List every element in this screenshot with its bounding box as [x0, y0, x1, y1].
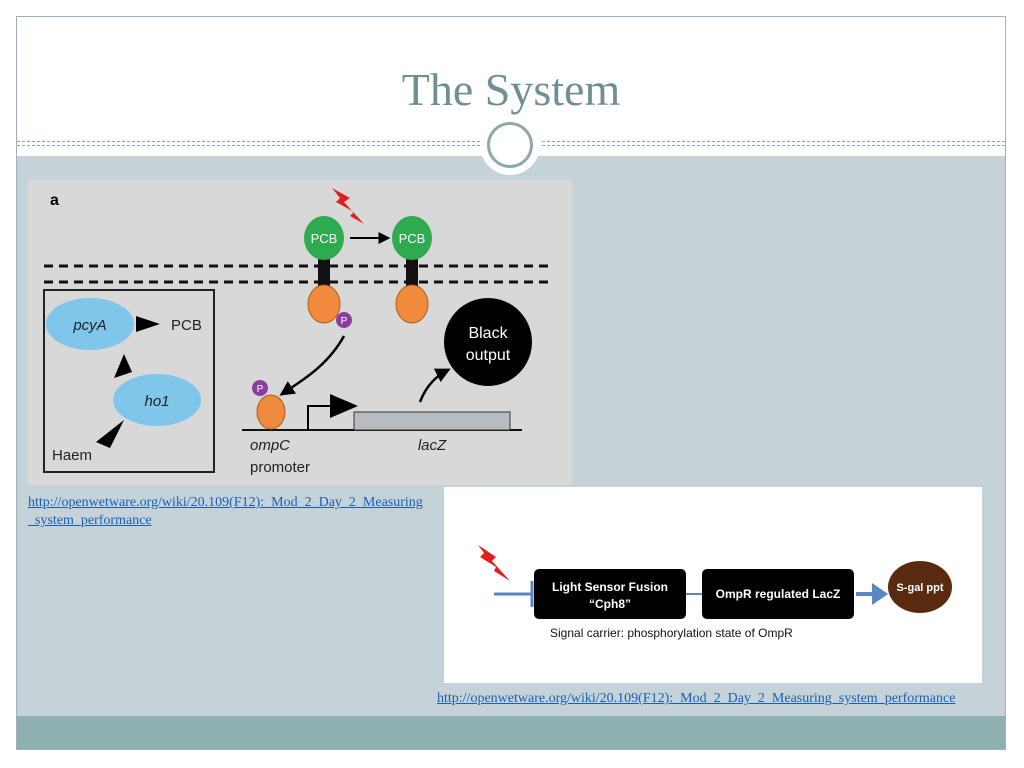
receptor-kinase-left: [307, 284, 341, 324]
system-block-diagram: Light Sensor Fusion “Cph8” OmpR regulate…: [444, 487, 982, 683]
pcb-label-left: PCB: [311, 231, 338, 246]
lacz-label: lacZ: [418, 437, 447, 454]
lightning-icon: [332, 188, 364, 224]
lacz-gene: [353, 411, 511, 431]
source-link-b[interactable]: http://openwetware.org/wiki/20.109(F12):…: [437, 691, 956, 706]
pathway-diagram: a PCB P PCB pcyA PCB ho1 Haem Black outp…: [28, 180, 572, 485]
lightning-icon-b: [478, 545, 510, 581]
light-sensor-box: [534, 569, 686, 619]
sgal-output: [888, 561, 952, 613]
divider-ornament-ring: [487, 122, 533, 168]
ompc-label: ompC: [250, 437, 290, 454]
ho1-label: ho1: [144, 393, 169, 410]
promoter-arrow-head: [330, 394, 358, 418]
ho1-to-pcya-arrow: [114, 354, 132, 378]
source-link-a[interactable]: http://openwetware.org/wiki/20.109(F12):…: [28, 495, 423, 528]
panel-letter: a: [50, 192, 59, 209]
receptor-stem-left: [318, 250, 330, 290]
ompr-bound: [256, 394, 286, 430]
haem-arrow: [96, 420, 124, 448]
output-line1: Black: [468, 325, 508, 342]
pcb-label-right: PCB: [399, 231, 426, 246]
ompr-lacz-label: OmpR regulated LacZ: [716, 587, 841, 601]
output-line2: output: [466, 347, 511, 364]
ho1-enzyme: [113, 374, 201, 426]
light-sensor-line2: “Cph8”: [589, 597, 631, 611]
slide-title: The System: [401, 64, 621, 115]
ompr-lacz-box: [702, 569, 854, 619]
promoter-label: promoter: [250, 459, 310, 476]
sgal-label: S-gal ppt: [896, 582, 943, 594]
haem-label: Haem: [52, 447, 92, 464]
phospho-icon: [336, 312, 352, 328]
expression-arrow: [418, 368, 451, 403]
pcb-product-label: PCB: [171, 317, 202, 334]
pcb-receptor-right: [392, 216, 432, 260]
phospho-bound-icon: [252, 380, 268, 396]
footer-bar: [17, 716, 1005, 749]
promoter-arrow-stem: [307, 405, 330, 430]
phospho-label: P: [341, 316, 348, 327]
receptor-stem-right: [406, 250, 418, 290]
black-output-circle: [444, 298, 532, 386]
chromophore-synthesis-box: [43, 289, 215, 473]
pcya-label: pcyA: [72, 317, 106, 334]
output-arrow-head: [872, 583, 888, 605]
pcya-enzyme: [46, 298, 134, 350]
light-sensor-line1: Light Sensor Fusion: [552, 580, 668, 594]
receptor-kinase-right: [395, 284, 429, 324]
phospho-bound-label: P: [257, 384, 264, 395]
pcya-arrow: [136, 316, 160, 332]
phosphotransfer-arrow: [279, 335, 346, 396]
pcb-receptor-left: [304, 216, 344, 260]
signal-carrier-caption: Signal carrier: phosphorylation state of…: [550, 626, 793, 640]
